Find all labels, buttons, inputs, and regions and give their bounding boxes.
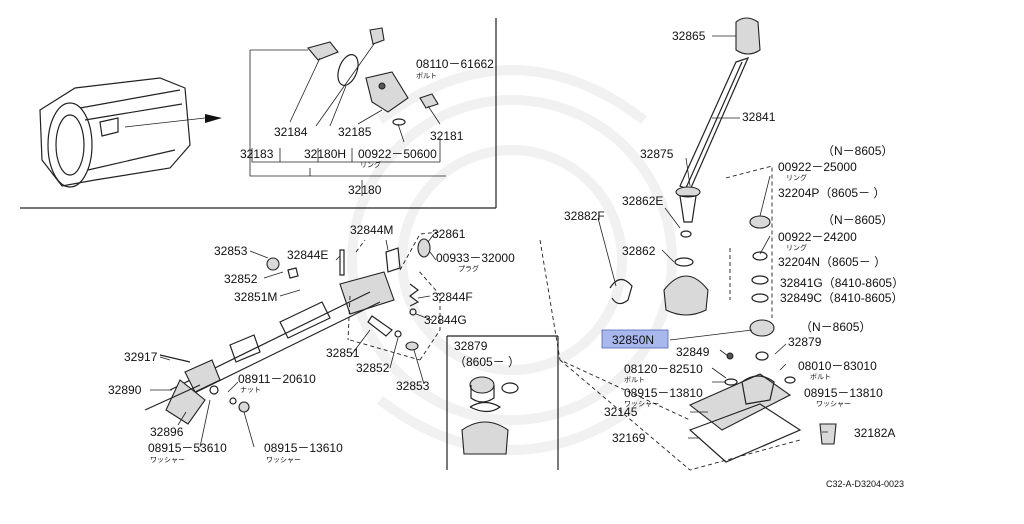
linkage-labels: 32844M 32861 00933－32000 プラグ 32853 32844…	[108, 223, 520, 464]
label-32853-b[interactable]: 32853	[396, 379, 430, 393]
label-32180[interactable]: 32180	[348, 183, 382, 197]
label-32882F[interactable]: 32882F	[564, 209, 605, 223]
label-32862E[interactable]: 32862E	[622, 194, 663, 208]
label-box-32879[interactable]: 32879	[454, 339, 488, 353]
label-32879-right[interactable]: 32879	[788, 335, 822, 349]
label-32896[interactable]: 32896	[150, 425, 184, 439]
inset-parts	[307, 27, 439, 126]
label-08911-20610[interactable]: 08911－20610	[238, 372, 316, 386]
label-32875[interactable]: 32875	[640, 147, 674, 161]
label-nut: ナット	[240, 386, 261, 394]
label-washer-c: ワッシャー	[150, 456, 185, 464]
label-32849C[interactable]: 32849C（8410-8605）	[780, 291, 903, 305]
label-n8605-c: （N－8605）	[800, 320, 871, 334]
label-08915-13610[interactable]: 08915－13610	[264, 441, 343, 455]
shift-rod-linkage	[144, 231, 441, 448]
label-ring-a: リング	[786, 173, 807, 182]
right-labels: 32865 32841 32875 32862E 32862 32882F 32…	[564, 29, 904, 489]
label-32180H[interactable]: 32180H	[304, 147, 346, 161]
label-32852-b[interactable]: 32852	[356, 361, 390, 375]
label-box-8605: （8605－ ）	[454, 355, 520, 369]
inset-panel-frame	[20, 18, 497, 209]
label-32185[interactable]: 32185	[338, 125, 372, 139]
label-32841G[interactable]: 32841G（8410-8605）	[780, 276, 904, 290]
label-32204N[interactable]: 32204N（8605－ ）	[778, 255, 886, 269]
label-bolt-b: ボルト	[624, 376, 645, 384]
label-ring-c: リング	[360, 160, 381, 169]
label-32861[interactable]: 32861	[432, 227, 466, 241]
label-ring-b: リング	[786, 243, 807, 252]
transmission-illustration	[39, 77, 222, 188]
label-32862[interactable]: 32862	[622, 244, 656, 258]
label-32145[interactable]: 32145	[604, 405, 638, 419]
label-washer-d: ワッシャー	[266, 456, 301, 464]
label-n8605-b: （N－8605）	[822, 213, 893, 227]
label-32849[interactable]: 32849	[676, 345, 710, 359]
label-32844M[interactable]: 32844M	[350, 223, 393, 237]
label-00922-25000[interactable]: 00922－25000	[778, 160, 857, 174]
label-32204P[interactable]: 32204P（8605－ ）	[778, 186, 885, 200]
label-32865[interactable]: 32865	[672, 29, 706, 43]
label-32844G[interactable]: 32844G	[424, 313, 467, 327]
label-32841[interactable]: 32841	[742, 110, 776, 124]
label-08915-13810-a[interactable]: 08915－13810	[624, 386, 703, 400]
label-32844F[interactable]: 32844F	[432, 290, 473, 304]
label-32850N[interactable]: 32850N	[612, 333, 654, 347]
label-32182A[interactable]: 32182A	[854, 426, 895, 440]
label-32890[interactable]: 32890	[108, 383, 142, 397]
label-32181[interactable]: 32181	[430, 129, 464, 143]
label-32851M[interactable]: 32851M	[234, 290, 277, 304]
inset-leaders	[249, 43, 446, 196]
inset-box-32879	[446, 335, 559, 470]
label-32844E[interactable]: 32844E	[287, 248, 328, 262]
label-n8605-a: （N－8605）	[822, 144, 893, 158]
label-bolt-a: ボルト	[416, 72, 437, 80]
assembly-leaders	[539, 35, 828, 471]
label-00922-50600[interactable]: 00922－50600	[358, 147, 437, 161]
label-00933-32000[interactable]: 00933－32000	[436, 251, 515, 265]
label-32184[interactable]: 32184	[274, 125, 308, 139]
label-washer-b: ワッシャー	[816, 400, 851, 408]
label-32852-a[interactable]: 32852	[224, 272, 258, 286]
label-00922-24200[interactable]: 00922－24200	[778, 230, 857, 244]
label-32851[interactable]: 32851	[326, 346, 360, 360]
highlight-box	[601, 329, 669, 349]
label-08915-53610[interactable]: 08915－53610	[148, 441, 227, 455]
label-washer-a: ワッシャー	[624, 400, 659, 408]
label-32183[interactable]: 32183	[240, 147, 274, 161]
label-plug: プラグ	[458, 264, 479, 273]
label-08110-61662[interactable]: 08110－61662	[416, 57, 494, 71]
label-08915-13810-b[interactable]: 08915－13810	[804, 386, 883, 400]
label-32853-a[interactable]: 32853	[214, 244, 248, 258]
label-08120-82510[interactable]: 08120－82510	[624, 362, 703, 376]
label-32917[interactable]: 32917	[124, 350, 158, 364]
reference-code: C32-A-D3204-0023	[826, 479, 904, 489]
label-32169[interactable]: 32169	[612, 431, 646, 445]
label-08010-83010[interactable]: 08010－83010	[798, 359, 877, 373]
shift-lever-assembly	[609, 17, 837, 463]
label-bolt-c: ボルト	[810, 373, 831, 381]
inset-labels: 08110－61662 ボルト 32184 32185 32181 32183 …	[240, 57, 494, 197]
